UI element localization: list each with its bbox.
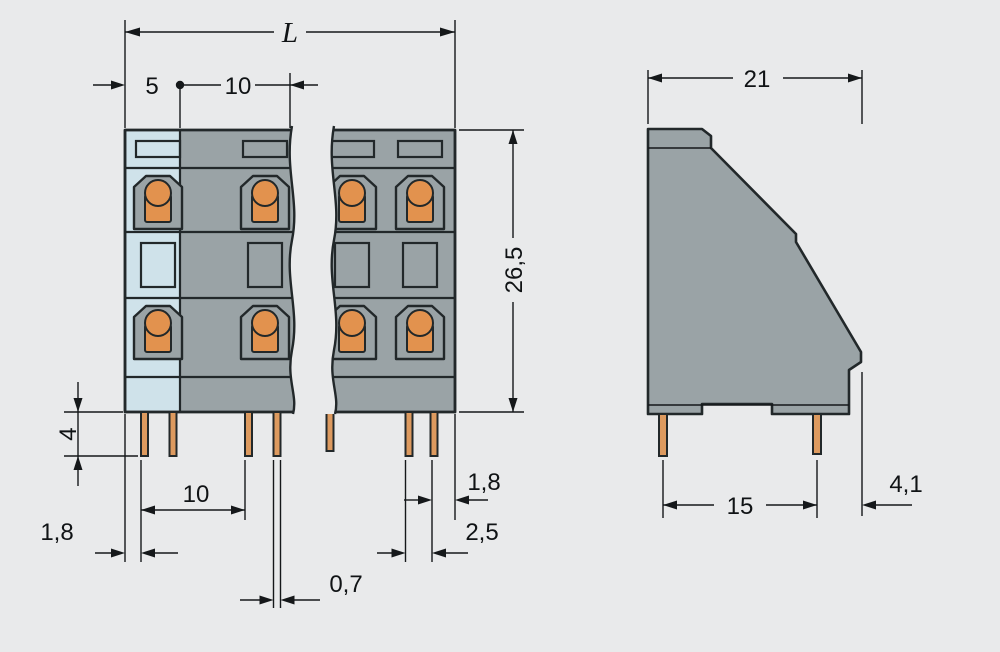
break-band bbox=[289, 126, 337, 414]
side-housing-details bbox=[648, 147, 849, 406]
dim-pole-pitch-label: 10 bbox=[225, 73, 252, 100]
first-pole-marking bbox=[126, 131, 180, 411]
dim-pin-to-rear-label: 4,1 bbox=[889, 471, 922, 498]
dim-height-label: 26,5 bbox=[501, 247, 528, 294]
dim-pin-thickness-label: 0,7 bbox=[329, 571, 362, 598]
dim-left-edge-to-pin-label: 1,8 bbox=[40, 519, 73, 546]
front-view bbox=[123, 125, 457, 457]
side-solder-pins bbox=[658, 413, 822, 457]
dim-pin-pair-spacing-label: 2,5 bbox=[465, 519, 498, 546]
side-housing-body bbox=[646, 127, 863, 416]
dim-overall-width-label: L bbox=[281, 17, 298, 49]
dimension-origin-dot bbox=[175, 80, 185, 90]
front-dimension-lines bbox=[77, 31, 514, 601]
dim-pin-row-spacing-label: 15 bbox=[727, 493, 754, 520]
dim-edge-offset-label: 5 bbox=[145, 73, 158, 100]
dim-pin-length-label: 4 bbox=[55, 427, 82, 440]
front-dimension-arrows bbox=[73, 27, 518, 605]
side-dimension-arrows bbox=[648, 73, 876, 510]
front-solder-pins bbox=[140, 411, 439, 457]
front-housing-division-lines bbox=[125, 130, 455, 412]
dim-depth-label: 21 bbox=[744, 66, 771, 93]
dim-pin-pitch-label: 10 bbox=[183, 481, 210, 508]
front-dimensions: L 5 10 26,5 4 1,8 10 0,7 2,5 1,8 bbox=[40, 17, 528, 608]
break-wave-right bbox=[330, 125, 338, 415]
break-wave-left bbox=[288, 125, 296, 415]
side-dimensions: 21 15 4,1 bbox=[647, 66, 923, 520]
side-extension-lines bbox=[647, 70, 863, 518]
side-view bbox=[646, 127, 863, 457]
front-housing-outline bbox=[123, 128, 457, 414]
dim-pin-to-right-edge-label: 1,8 bbox=[467, 469, 500, 496]
